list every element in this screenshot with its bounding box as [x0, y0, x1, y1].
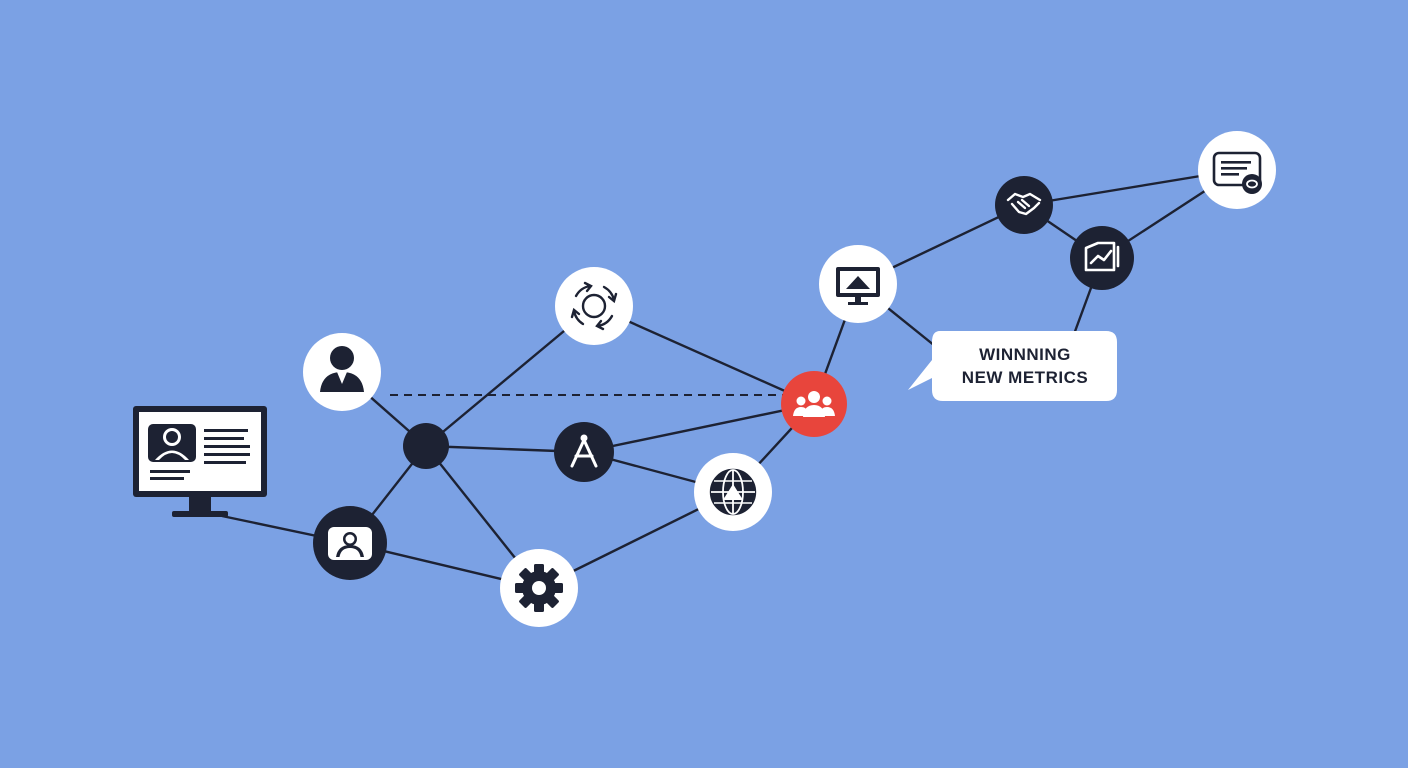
- person-node[interactable]: [303, 333, 381, 411]
- hub-node[interactable]: [403, 423, 449, 469]
- refresh-node[interactable]: [555, 267, 633, 345]
- person-icon: [320, 346, 364, 392]
- message-node[interactable]: [1198, 131, 1276, 209]
- refresh-cycle-icon: [570, 281, 618, 331]
- globe-node[interactable]: [694, 453, 772, 531]
- team-icon: [793, 391, 835, 417]
- globe-icon: [709, 468, 757, 516]
- callout-line-2: NEW METRICS: [962, 368, 1088, 387]
- handshake-icon: [1006, 192, 1042, 216]
- monitor-profile-icon: [133, 406, 267, 517]
- gear-icon: [515, 564, 563, 612]
- handshake-node[interactable]: [995, 176, 1053, 234]
- callout-line-1: WINNNING: [979, 345, 1071, 364]
- edge-compass-team: [583, 402, 815, 454]
- drafting-compass-icon: [570, 434, 598, 468]
- settings-node[interactable]: [500, 549, 578, 627]
- growth-chart-icon: [1084, 241, 1120, 272]
- message-card-icon: [1212, 151, 1262, 194]
- contact-card-icon: [328, 527, 372, 560]
- callout-bubble: WINNNING NEW METRICS: [908, 331, 1117, 401]
- presentation-node[interactable]: [819, 245, 897, 323]
- monitor-profile-node[interactable]: [133, 406, 267, 517]
- presentation-screen-icon: [836, 267, 880, 305]
- compass-node[interactable]: [554, 422, 614, 482]
- growth-chart-node[interactable]: [1070, 226, 1134, 290]
- team-node[interactable]: [781, 371, 847, 437]
- contact-card-node[interactable]: [313, 506, 387, 580]
- edge-refresh-team: [593, 304, 815, 406]
